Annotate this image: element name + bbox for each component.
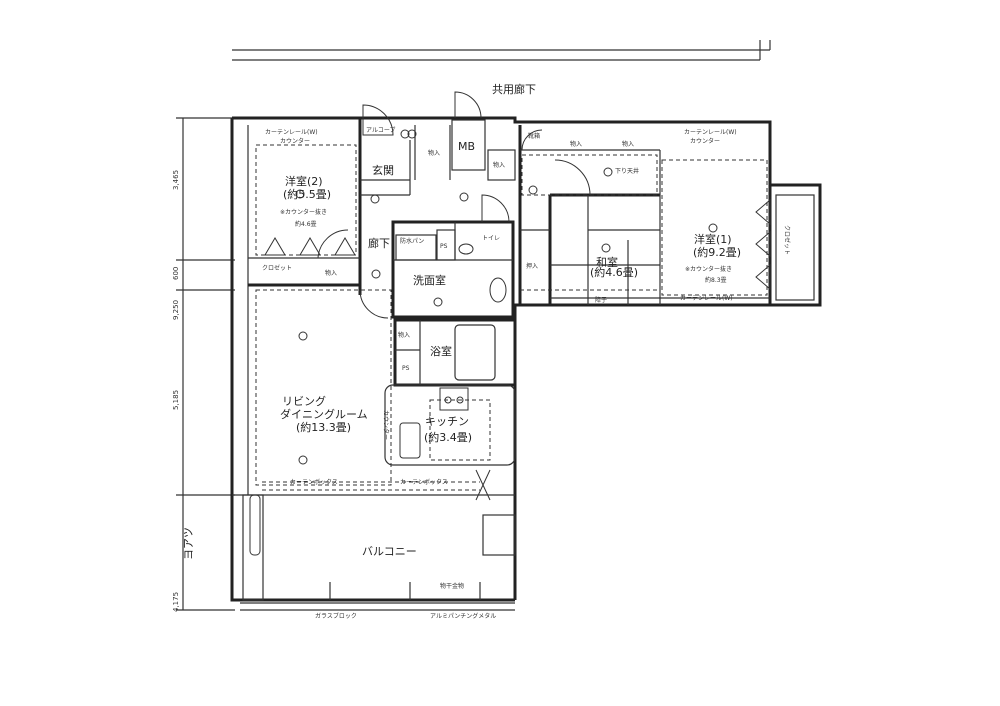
storage-entry-label: 物入 — [428, 149, 440, 157]
hall-label: 廊下 — [368, 236, 390, 250]
kitchen-name: キッチン — [425, 415, 469, 428]
western1-note: ※カウンター抜き — [685, 265, 732, 273]
western1-size: (約9.2畳) — [693, 245, 741, 259]
shoe-label: 物入 — [493, 161, 505, 169]
ldk-name1: リビング — [282, 394, 326, 408]
curtain-rail-w1-bottom: カーテンレール(W) — [680, 295, 733, 302]
lowered-ceiling-label: 下り天井 — [615, 167, 639, 175]
dim-9250: 9,250 — [172, 300, 180, 320]
drying-label: 物干金物 — [440, 582, 464, 590]
fixtures — [249, 129, 718, 600]
western2-note-size: 約4.6畳 — [295, 220, 317, 228]
ldk-name2: ダイニングルーム — [280, 407, 368, 421]
ps1-label: PS — [440, 243, 448, 250]
dimension-line: 3,465 600 9,250 5,185 4,175 ヨアツ — [172, 117, 235, 612]
counter-w2: カウンター — [280, 137, 310, 145]
storage-r2-label: 物入 — [622, 140, 634, 148]
bath-label: 浴室 — [430, 344, 452, 358]
western2-size: (約5.5畳) — [283, 187, 331, 201]
washroom-label: 洗面室 — [413, 273, 446, 287]
oshiire-label: 押入 — [526, 262, 538, 270]
entrance-label: 玄関 — [372, 163, 394, 177]
shoebox-label: 靴箱 — [528, 132, 540, 140]
closet-w1-label: クロゼット — [783, 225, 791, 255]
common-corridor-label: 共用廊下 — [492, 82, 536, 96]
ldk-size: (約13.3畳) — [296, 420, 351, 434]
storage-w2-label: 物入 — [325, 269, 337, 277]
kitchen-size: (約3.4畳) — [424, 430, 472, 444]
alcove-label: アルコーブ — [366, 126, 395, 134]
washer-pan-label: 防水パン — [400, 237, 424, 245]
punching-metal-label: アルミパンチングメタル — [430, 612, 496, 620]
western2-name: 洋室(2) — [285, 174, 323, 188]
curtain-box-left: カーテンボックス — [290, 478, 338, 486]
toilet-label: トイレ — [482, 235, 500, 242]
japanese-size: (約4.6畳) — [590, 265, 638, 279]
storage-r1-label: 物入 — [570, 140, 582, 148]
dim-5185: 5,185 — [172, 390, 180, 410]
curtain-box-right: カーテンボックス — [400, 478, 448, 486]
mb-label: MB — [458, 140, 475, 153]
counter-w1: カウンター — [690, 137, 720, 145]
ldk-counter-label: カウンター — [382, 410, 390, 440]
western1-note-size: 約8.3畳 — [705, 276, 727, 284]
shoji-label: 障子 — [595, 296, 607, 304]
balcony-label: バルコニー — [362, 545, 417, 558]
building-top-edge — [232, 40, 771, 61]
dim-3465: 3,465 — [172, 170, 180, 190]
western2-note: ※カウンター抜き — [280, 208, 327, 216]
doors — [264, 91, 771, 319]
ps2-label: PS — [402, 365, 410, 372]
labels: 共用廊下 洋室(2) (約5.5畳) ※カウンター抜き 約4.6畳 玄関 アルコ… — [262, 82, 791, 620]
dashed-lines — [255, 144, 768, 491]
storage-bath-label: 物入 — [398, 331, 410, 339]
closet-w2-label: クロゼット — [262, 264, 292, 272]
curtain-rail-w2: カーテンレール(W) — [265, 129, 318, 136]
japanese-name: 和室 — [596, 255, 618, 269]
dim-600: 600 — [172, 267, 180, 280]
dim-4175: 4,175 — [172, 592, 180, 612]
glass-block-label: ガラスブロック — [315, 612, 357, 620]
side-mark: ヨアツ — [182, 527, 195, 560]
curtain-rail-w1-top: カーテンレール(W) — [684, 129, 737, 136]
western1-name: 洋室(1) — [694, 232, 732, 246]
